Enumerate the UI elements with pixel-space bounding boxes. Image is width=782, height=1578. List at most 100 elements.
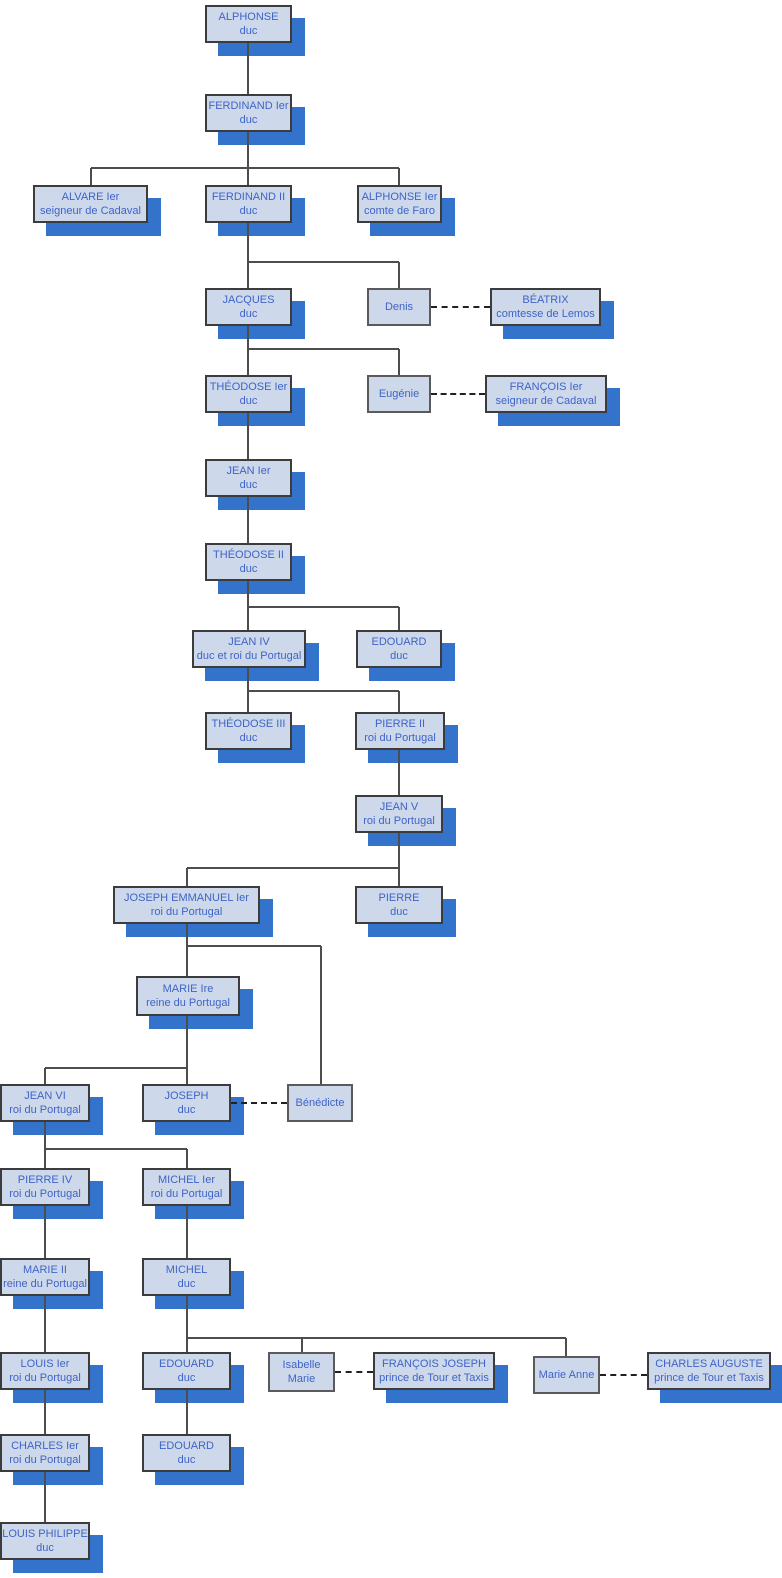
connector-line-horizontal (248, 606, 399, 608)
connector-line-vertical (301, 1338, 303, 1352)
connector-line-horizontal (187, 945, 321, 947)
node-title: roi du Portugal (9, 1104, 81, 1116)
node-name: PIERRE IV (17, 1174, 73, 1186)
tree-node-benedicte[interactable]: Bénédicte (287, 1084, 353, 1122)
node-name: THÉODOSE II (213, 549, 284, 561)
node-title: duc (390, 650, 408, 662)
node-name: BÉATRIX (522, 294, 569, 306)
node-title: roi du Portugal (364, 732, 436, 744)
connector-line-vertical (90, 168, 92, 185)
connector-line-horizontal (45, 1148, 187, 1150)
connector-line-vertical (247, 581, 249, 630)
node-name: EDOUARD (158, 1358, 214, 1370)
tree-node-joseph-emmanuel-1[interactable]: JOSEPH EMMANUEL Ier roi du Portugal (113, 886, 260, 924)
node-name: ALPHONSE (218, 11, 279, 23)
node-name: THÉODOSE III (211, 718, 286, 730)
connector-line-vertical (247, 413, 249, 459)
connector-line-vertical (44, 1068, 46, 1084)
node-name: Bénédicte (295, 1097, 345, 1109)
node-title: duc (239, 395, 258, 407)
node-name: Isabelle (282, 1359, 321, 1371)
connector-line-vertical (44, 1390, 46, 1434)
connector-line-horizontal (91, 167, 399, 169)
node-title: seigneur de Cadaval (40, 205, 141, 217)
node-title: duc et roi du Portugal (196, 650, 302, 662)
node-name: MICHEL (165, 1264, 208, 1276)
tree-node-edouard-duc-2[interactable]: EDOUARD duc (142, 1352, 231, 1390)
connector-line-vertical (247, 132, 249, 185)
node-name: JEAN V (379, 801, 419, 813)
node-title: duc (177, 1372, 196, 1384)
node-title: roi du Portugal (150, 906, 223, 918)
node-name: CHARLES Ier (11, 1440, 79, 1452)
node-name: PIERRE II (374, 718, 426, 730)
connector-line-vertical (320, 946, 322, 1084)
node-name: Marie Anne (538, 1369, 595, 1381)
tree-node-pierre-2[interactable]: PIERRE II roi du Portugal (355, 712, 445, 750)
node-title: duc (239, 308, 258, 320)
tree-node-theodose-3[interactable]: THÉODOSE III duc (205, 712, 292, 750)
tree-node-beatrix[interactable]: BÉATRIX comtesse de Lemos (490, 288, 601, 326)
node-name: JOSEPH EMMANUEL Ier (124, 892, 249, 904)
node-title: duc (239, 732, 258, 744)
connector-line-horizontal (248, 348, 399, 350)
node-title: comtesse de Lemos (496, 308, 595, 320)
node-title: duc (239, 563, 258, 575)
node-title: comte de Faro (364, 205, 435, 217)
connector-line-horizontal (248, 261, 399, 263)
connector-line-vertical (186, 1390, 188, 1434)
tree-node-eugenie[interactable]: Eugénie (367, 375, 431, 413)
node-name: ALVARE Ier (61, 191, 120, 203)
node-title: duc (36, 1542, 54, 1554)
tree-node-alvare-1[interactable]: ALVARE Ier seigneur de Cadaval (33, 185, 148, 223)
node-name: MICHEL Ier (157, 1174, 216, 1186)
node-name: ALPHONSE Ier (361, 191, 438, 203)
tree-node-alphonse-faro[interactable]: ALPHONSE Ier comte de Faro (357, 185, 442, 223)
node-name: MARIE II (22, 1264, 67, 1276)
connector-line-vertical (44, 1472, 46, 1522)
connector-line-horizontal (187, 1337, 566, 1339)
tree-node-theodose-2[interactable]: THÉODOSE II duc (205, 543, 292, 581)
tree-node-denis[interactable]: Denis (367, 288, 431, 326)
node-name: EDOUARD (158, 1440, 214, 1452)
node-title: duc (390, 906, 408, 918)
connector-line-horizontal (45, 1067, 187, 1069)
node-title: duc (177, 1104, 196, 1116)
connector-line-horizontal (187, 867, 399, 869)
node-title: roi du Portugal (9, 1372, 81, 1384)
node-title: prince de Tour et Taxis (654, 1372, 764, 1384)
connector-line-vertical (186, 1016, 188, 1084)
connector-line-vertical (565, 1338, 567, 1356)
connector-line-vertical (398, 262, 400, 288)
tree-node-marie-anne[interactable]: Marie Anne (533, 1356, 600, 1394)
node-name: FERDINAND II (211, 191, 286, 203)
connector-line-vertical (186, 1149, 188, 1168)
node-name: Eugénie (378, 388, 420, 400)
node-name: FRANÇOIS JOSEPH (382, 1358, 486, 1370)
